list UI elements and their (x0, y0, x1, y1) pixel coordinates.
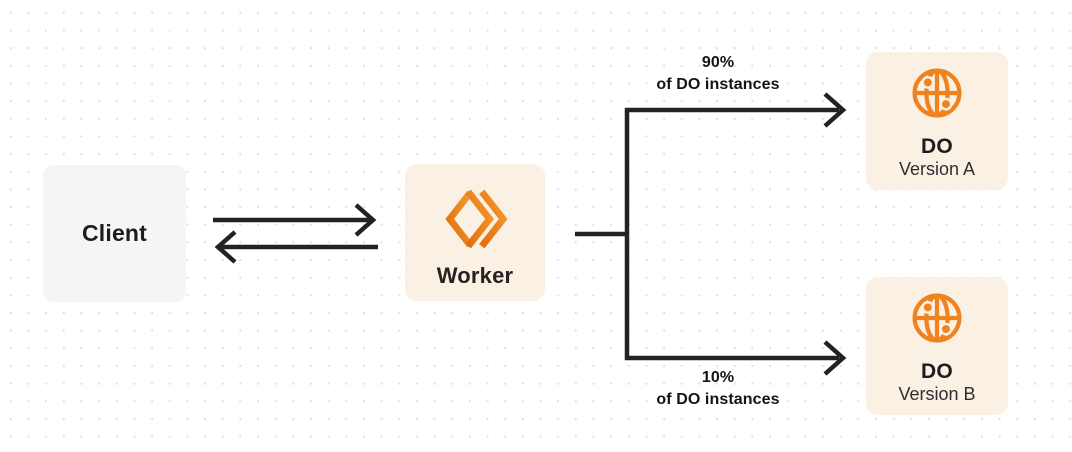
do-version-a-title: DO (921, 134, 953, 158)
workers-double-chevron-icon (438, 182, 512, 261)
branch-arrowhead-bottom (823, 340, 847, 376)
client-label: Client (81, 220, 148, 246)
do-version-b-title: DO (921, 359, 953, 383)
client-to-worker-arrow (213, 203, 377, 237)
do-version-b-subtitle: Version B (898, 383, 976, 404)
do-version-a-subtitle: Version A (898, 158, 976, 179)
globe-icon (910, 66, 964, 125)
do-version-a-node: DO Version A (866, 52, 1008, 190)
branch-caption-top: of DO instances (656, 76, 780, 93)
client-node: Client (43, 165, 186, 302)
branch-percent-bottom: 10% (701, 369, 735, 386)
worker-node: Worker (405, 164, 545, 301)
branch-percent-top: 90% (701, 54, 735, 71)
branch-label-top: 90% of DO instances (598, 52, 838, 96)
globe-icon (910, 291, 964, 350)
branch-caption-bottom: of DO instances (656, 391, 780, 408)
worker-label: Worker (436, 263, 514, 288)
branch-arrowhead-top (823, 92, 847, 128)
worker-to-client-arrow (214, 230, 378, 264)
split-branch-line (624, 107, 839, 361)
branch-label-bottom: 10% of DO instances (598, 367, 838, 411)
do-version-b-node: DO Version B (866, 277, 1008, 415)
